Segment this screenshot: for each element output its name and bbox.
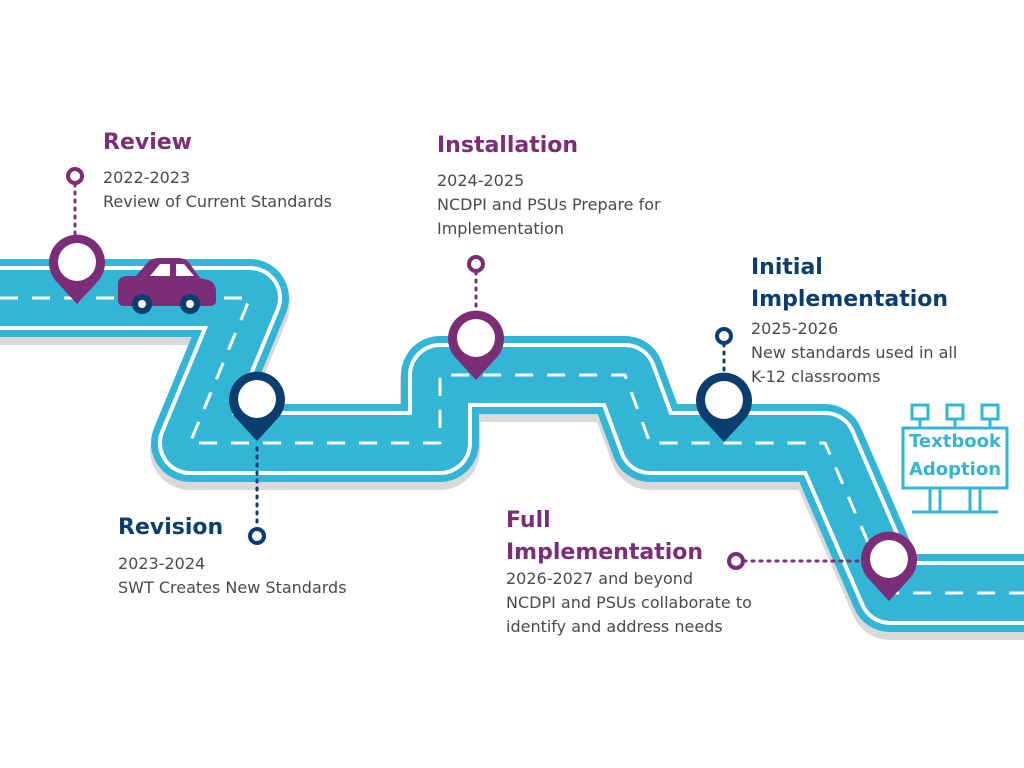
stage-initial-desc-line2: K-12 classrooms	[751, 367, 881, 386]
stage-revision-desc: SWT Creates New Standards	[118, 578, 347, 597]
stage-installation-title: Installation	[437, 133, 579, 158]
map-pin-icon	[861, 531, 917, 601]
stage-installation-years: 2024-2025	[437, 171, 525, 190]
map-pin-icon	[229, 371, 285, 441]
billboard-icon	[901, 403, 1009, 514]
connectors	[66, 167, 864, 570]
stage-revision-title: Revision	[118, 515, 224, 540]
billboard-text-line2: Adoption	[908, 459, 1002, 480]
stage-initial-title-line1: Initial	[751, 255, 823, 280]
stage-review-desc: Review of Current Standards	[103, 192, 332, 211]
stage-full-title-line2: Implementation	[506, 540, 704, 565]
stage-installation-desc-line1: NCDPI and PSUs Prepare for	[437, 195, 661, 214]
stage-installation-desc-line2: Implementation	[437, 219, 565, 238]
stage-initial-desc-line1: New standards used in all	[751, 343, 958, 362]
stage-full-desc-line1: NCDPI and PSUs collaborate to	[506, 593, 752, 612]
stage-review-title: Review	[103, 130, 192, 155]
car-icon	[118, 258, 216, 314]
stage-initial-title-line2: Implementation	[751, 287, 949, 312]
map-pin-icon	[49, 234, 105, 304]
map-pin-icon	[448, 310, 504, 380]
stage-revision-years: 2023-2024	[118, 554, 206, 573]
billboard-text-line1: Textbook	[909, 431, 1001, 452]
stage-full-years: 2026-2027 and beyond	[506, 569, 694, 588]
stage-review-years: 2022-2023	[103, 168, 191, 187]
stage-initial-years: 2025-2026	[751, 319, 839, 338]
lane-markings	[0, 296, 1024, 595]
stage-full-desc-line2: identify and address needs	[506, 617, 723, 636]
stage-full-title-line1: Full	[506, 508, 551, 533]
map-pin-icon	[696, 372, 752, 442]
